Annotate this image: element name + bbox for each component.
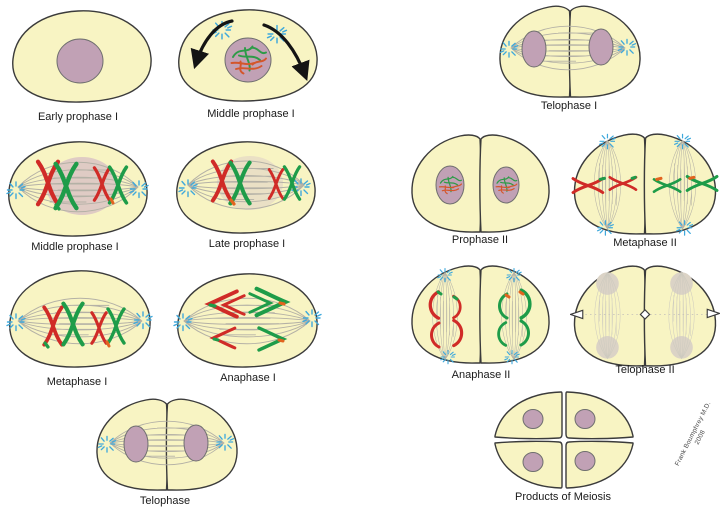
chromosomes xyxy=(571,175,719,195)
separating-chromosomes xyxy=(207,289,285,352)
nucleus xyxy=(522,409,544,429)
stage-label-anaphase-1: Anaphase I xyxy=(220,372,276,384)
figure-late-prophase-1 xyxy=(176,141,316,234)
figure-metaphase-1 xyxy=(6,270,153,368)
separating-chromatids xyxy=(428,288,532,349)
figure-middle-prophase-1 xyxy=(6,141,149,237)
cell-membrane xyxy=(177,273,318,368)
figure-middle-prophase-1-top xyxy=(178,9,318,102)
nucleus xyxy=(588,28,614,66)
stage-label-early-prophase-1: Early prophase I xyxy=(37,111,119,123)
figure-telophase-1 xyxy=(499,5,641,98)
figure-telophase-2 xyxy=(570,265,720,367)
figure-anaphase-2 xyxy=(411,265,550,365)
figure-telophase xyxy=(96,398,238,491)
stage-label-late-prophase-1: Late prophase I xyxy=(208,238,286,250)
stage-label-metaphase-2: Metaphase II xyxy=(613,237,677,249)
nucleus xyxy=(183,424,209,462)
centrosome-arrow-right xyxy=(262,23,310,81)
bivalent-chromosomes xyxy=(42,304,126,349)
nucleus xyxy=(123,425,149,463)
figure-products-of-meiosis xyxy=(494,391,634,489)
bivalent-chromosomes xyxy=(210,159,302,206)
figure-metaphase-2 xyxy=(571,133,719,236)
stage-label-telophase-2: Telophase II xyxy=(615,364,675,376)
cleavage-notch-left xyxy=(570,309,584,320)
figure-early-prophase-1 xyxy=(12,10,152,103)
author-signature: Frank Boumphrey M.D. 2008 xyxy=(672,398,720,475)
centrosome-arrow-left xyxy=(190,19,234,70)
stage-label-telophase-1: Telophase I xyxy=(540,100,598,112)
nucleus xyxy=(521,30,547,68)
figure-prophase-2 xyxy=(411,134,550,233)
stage-label-metaphase-1: Metaphase I xyxy=(46,376,108,388)
nucleus xyxy=(670,272,693,295)
cleavage-diamond xyxy=(639,309,651,320)
stage-label-telophase: Telophase xyxy=(139,495,191,507)
stage-label-anaphase-2: Anaphase II xyxy=(451,369,511,381)
bivalent-chromosomes xyxy=(38,162,129,211)
nucleus xyxy=(522,452,544,472)
stage-label-prophase-2: Prophase II xyxy=(451,234,509,246)
nucleus xyxy=(56,38,104,84)
nucleus xyxy=(574,409,596,429)
nucleus xyxy=(670,336,693,359)
nucleus xyxy=(596,272,619,295)
stage-label-middle-prophase-1-top: Middle prophase I xyxy=(207,108,295,120)
stage-label-middle-prophase-1: Middle prophase I xyxy=(31,241,119,253)
stage-label-products-of-meiosis: Products of Meiosis xyxy=(515,491,611,503)
figure-anaphase-1 xyxy=(173,273,322,368)
nucleus xyxy=(596,336,619,359)
nucleus xyxy=(574,451,596,471)
cleavage-notch-right xyxy=(706,308,720,319)
